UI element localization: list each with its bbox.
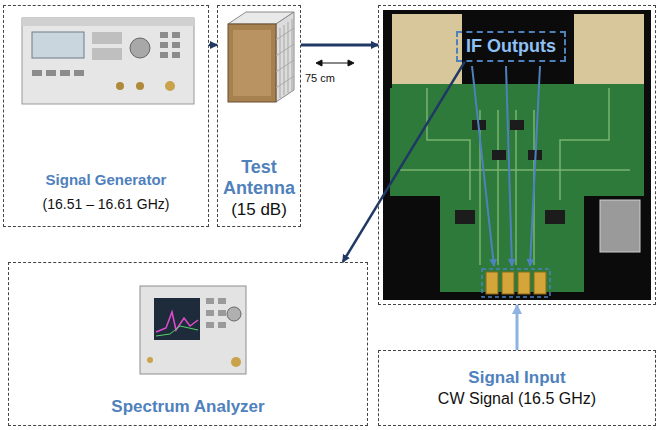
signal-generator-box: Signal Generator (16.51 – 16.61 GHz) <box>3 5 209 227</box>
spectrum-analyzer-box: Spectrum Analyzer <box>8 262 368 426</box>
node-detail: (16.51 – 16.61 GHz) <box>43 196 170 212</box>
signal-generator-picture <box>22 18 194 104</box>
node-heading: Test Antenna <box>221 157 297 198</box>
node-heading: Signal Generator <box>46 171 167 188</box>
test-antenna-box: Test Antenna(15 dB) <box>217 5 301 227</box>
horn-antenna-picture <box>228 12 294 102</box>
distance-label: 75 cm <box>304 72 336 84</box>
signal-arrow <box>301 43 378 46</box>
node-heading: IF Outputs <box>466 36 556 57</box>
signal-arrow <box>209 44 217 47</box>
signal-arrow <box>516 305 519 350</box>
distance-marker <box>316 60 354 66</box>
signal-input-box: Signal Input CW Signal (16.5 GHz) <box>378 350 656 426</box>
if-outputs-box: IF Outputs <box>456 31 566 62</box>
node-heading: Spectrum Analyzer <box>111 397 264 417</box>
signal-arrow <box>343 62 465 262</box>
pcb-box: IF Outputs <box>378 5 656 305</box>
node-detail: CW Signal (16.5 GHz) <box>438 390 596 408</box>
node-detail: (15 dB) <box>231 200 287 220</box>
node-heading: Signal Input <box>468 368 565 388</box>
pcb-picture <box>383 10 651 300</box>
if-leader-lines <box>472 66 540 266</box>
spectrum-analyzer-picture <box>140 286 246 374</box>
